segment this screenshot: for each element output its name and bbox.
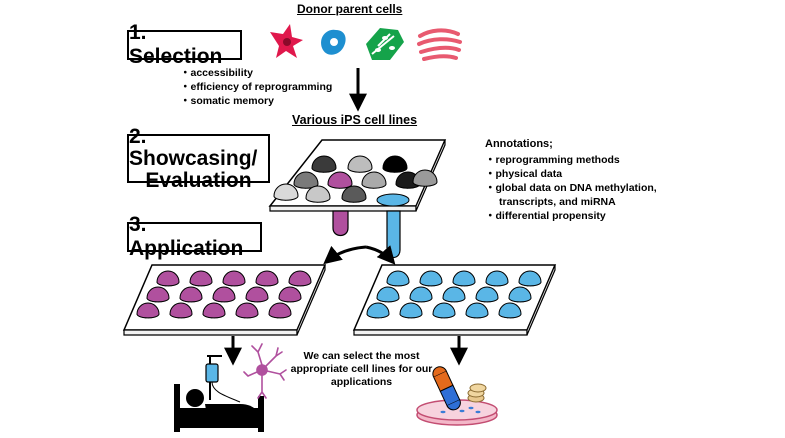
colony-dome (293, 171, 319, 189)
colony-dome (341, 185, 367, 203)
evaluation-plate (268, 139, 447, 212)
step-showcasing-line2: Evaluation (145, 168, 252, 192)
blue-colony-dome (475, 286, 499, 303)
magenta-colony-dome (235, 302, 259, 319)
step-selection-label: 1. Selection (129, 21, 223, 68)
blue-colony-dome (399, 302, 423, 319)
capsule-icon (432, 366, 487, 411)
colony-dome (361, 171, 387, 189)
magenta-colony-dome (202, 302, 226, 319)
petri-dish-icon (416, 399, 498, 426)
colony-dome (347, 155, 373, 173)
selection-criteria-list: accessibility efficiency of reprogrammin… (180, 66, 333, 108)
annotation-item-continued: transcripts, and miRNA (499, 196, 616, 208)
criteria-item: somatic memory (180, 94, 332, 108)
magenta-colony-dome (255, 270, 279, 287)
blue-plate (352, 264, 557, 336)
annotations-list: reprogramming methods physical data glob… (485, 153, 657, 223)
ips-title: Various iPS cell lines (292, 113, 418, 127)
step-application-label: 3. Application (129, 213, 244, 260)
step-selection: 1. Selection (127, 21, 242, 68)
colony-dome (382, 155, 408, 173)
magenta-plate (122, 264, 327, 336)
magenta-colony-dome (179, 286, 203, 303)
annotation-item: differential propensity (485, 209, 657, 223)
blue-colony-dome (498, 302, 522, 319)
colony-dome (305, 185, 331, 203)
criteria-item: efficiency of reprogramming (180, 80, 333, 94)
selected-blue-line (386, 210, 401, 259)
donor-title: Donor parent cells (297, 2, 403, 16)
magenta-colony-dome (288, 270, 312, 287)
blue-colony-dome (465, 302, 489, 319)
colony-dome (273, 183, 299, 201)
blue-colony-dome (452, 270, 476, 287)
step-showcasing: 2. Showcasing/ Evaluation (127, 125, 270, 191)
blue-colony-dome (485, 270, 509, 287)
blue-colony-dome (419, 270, 443, 287)
magenta-colony-dome (146, 286, 170, 303)
magenta-colony-dome (136, 302, 160, 319)
select-note-line: We can select the most (303, 350, 420, 362)
blue-colony-dome (386, 270, 410, 287)
select-note: We can select the most appropriate cell … (289, 350, 434, 389)
blue-cell-icon (321, 29, 346, 55)
blue-colony-dome (518, 270, 542, 287)
magenta-colony-dome (156, 270, 180, 287)
annotations-title: Annotations; (485, 138, 553, 150)
select-note-line: applications (330, 376, 393, 388)
blue-colony-dome (508, 286, 532, 303)
selected-magenta-line (332, 210, 349, 237)
magenta-colony-dome (212, 286, 236, 303)
blue-colony-dome (432, 302, 456, 319)
magenta-colony-dome (169, 302, 193, 319)
pill-stack-icon (467, 383, 487, 403)
annotation-item: physical data (485, 167, 657, 181)
select-note-line: appropriate cell lines for our (290, 363, 433, 375)
magenta-colony-dome (268, 302, 292, 319)
annotation-item: global data on DNA methylation, (485, 181, 657, 195)
magenta-colony-dome (278, 286, 302, 303)
blue-colony-dome (366, 302, 390, 319)
blue-colony-dome (409, 286, 433, 303)
patient-bed-icon (174, 355, 264, 432)
colony-dome (311, 155, 337, 173)
blue-colony-dome (376, 286, 400, 303)
magenta-colony-dome (189, 270, 213, 287)
star-cell-icon (270, 24, 303, 58)
neuron-icon (243, 343, 287, 399)
blue-colony-flat (376, 193, 410, 207)
colony-dome (412, 169, 438, 187)
annotation-item: reprogramming methods (485, 153, 657, 167)
green-cells-icon (366, 28, 404, 60)
magenta-colony-dome (222, 270, 246, 287)
criteria-item: accessibility (180, 66, 332, 80)
blue-colony-dome (442, 286, 466, 303)
colony-dome (327, 171, 353, 189)
magenta-colony-dome (245, 286, 269, 303)
step-showcasing-line1: 2. Showcasing/ (129, 124, 258, 170)
step-application: 3. Application (127, 213, 262, 260)
muscle-fiber-icon (417, 28, 462, 61)
